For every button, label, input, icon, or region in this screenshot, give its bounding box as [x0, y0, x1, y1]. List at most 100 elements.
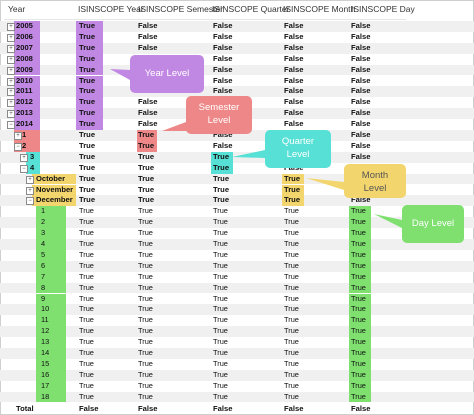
- isinscope-year-value: True: [79, 86, 96, 96]
- expand-icon[interactable]: +: [7, 110, 15, 119]
- semester-label-highlight: [14, 130, 40, 141]
- year-level-callout: Year Level: [130, 55, 204, 93]
- quarter-callout-pointer: [232, 150, 265, 158]
- row-label: 11: [41, 315, 49, 325]
- year-value-highlight: [76, 64, 103, 76]
- expand-icon[interactable]: +: [7, 88, 15, 97]
- collapse-icon[interactable]: −: [20, 164, 28, 173]
- collapse-icon[interactable]: −: [7, 121, 15, 130]
- year-value-highlight: [76, 21, 103, 32]
- isinscope-quarter-value: True: [213, 282, 228, 292]
- expand-icon[interactable]: +: [7, 55, 15, 64]
- expand-icon[interactable]: +: [7, 33, 15, 42]
- isinscope-year-value: True: [79, 108, 96, 118]
- isinscope-day-value: True: [351, 217, 366, 227]
- expand-icon[interactable]: +: [7, 99, 15, 108]
- isinscope-day-value: True: [351, 358, 366, 368]
- isinscope-month-value: True: [284, 293, 299, 303]
- collapse-icon[interactable]: −: [14, 142, 22, 151]
- row-label: 6: [41, 260, 46, 270]
- day-value-highlight: [349, 206, 371, 218]
- expand-icon[interactable]: +: [26, 186, 34, 195]
- quarter-callout-box: [265, 130, 331, 168]
- row-label: 13: [41, 337, 50, 347]
- day-value-highlight: [349, 358, 371, 370]
- isinscope-year-value: True: [79, 380, 94, 390]
- row-label: 2014: [16, 119, 33, 129]
- isinscope-day-value: True: [351, 239, 366, 248]
- isinscope-year-total-value: False: [79, 403, 99, 413]
- isinscope-quarter-value: True: [213, 380, 228, 390]
- isinscope-year-value: True: [79, 75, 96, 85]
- column-header-isinscope-semester[interactable]: ISINSCOPE Semester: [138, 4, 224, 14]
- column-header-year[interactable]: Year: [8, 4, 26, 14]
- isinscope-month-value: False: [284, 64, 304, 74]
- isinscope-semester-value: True: [138, 337, 153, 347]
- year-label-highlight: [14, 97, 40, 109]
- month-value-highlight: [282, 184, 304, 196]
- column-header-isinscope-year[interactable]: ISINSCOPE Year: [78, 4, 144, 14]
- isinscope-day-value: False: [351, 151, 371, 161]
- isinscope-semester-value: False: [138, 108, 158, 118]
- day-value-highlight: [349, 380, 371, 392]
- isinscope-semester-value: False: [138, 31, 158, 41]
- year-value-highlight: [76, 75, 103, 87]
- year-label-highlight: [14, 31, 40, 43]
- isinscope-month-value: True: [284, 391, 299, 401]
- row-label: 2: [41, 217, 46, 227]
- row-label: 2006: [16, 31, 33, 41]
- isinscope-semester-value: True: [138, 206, 153, 216]
- row-label: 12: [41, 326, 50, 336]
- row-label: 2011: [16, 86, 33, 96]
- day-value-highlight: [349, 293, 371, 305]
- row-label: 5: [41, 249, 46, 259]
- isinscope-semester-value: True: [138, 326, 153, 336]
- row-label: 2010: [16, 75, 33, 85]
- column-header-isinscope-month[interactable]: ISINSCOPE Month: [283, 4, 356, 14]
- day-label-highlight: [36, 369, 66, 381]
- month-value-highlight: [282, 195, 304, 207]
- isinscope-year-value: True: [79, 271, 94, 281]
- expand-icon[interactable]: +: [14, 132, 22, 140]
- isinscope-month-value: False: [284, 53, 304, 63]
- expand-icon[interactable]: +: [7, 77, 15, 86]
- row-label: 2013: [16, 108, 33, 118]
- isinscope-year-value: True: [79, 162, 96, 172]
- isinscope-month-value: True: [284, 184, 301, 194]
- isinscope-year-value: True: [79, 195, 96, 205]
- year-value-highlight: [76, 108, 103, 120]
- isinscope-month-value: True: [284, 358, 299, 368]
- isinscope-day-value: False: [351, 119, 371, 129]
- isinscope-year-value: True: [79, 97, 96, 107]
- isinscope-year-value: True: [79, 369, 94, 379]
- isinscope-quarter-value: True: [213, 326, 228, 336]
- isinscope-quarter-value: True: [213, 293, 228, 303]
- isinscope-day-value: False: [351, 97, 371, 107]
- collapse-icon[interactable]: −: [26, 197, 34, 206]
- isinscope-quarter-value: False: [213, 130, 233, 139]
- expand-icon[interactable]: +: [7, 66, 15, 75]
- isinscope-semester-value: True: [138, 140, 155, 150]
- isinscope-day-value: True: [351, 304, 366, 314]
- column-header-isinscope-day[interactable]: ISINSCOPE Day: [351, 4, 415, 14]
- expand-icon[interactable]: +: [26, 175, 34, 184]
- semester-callout-pointer: [162, 122, 192, 131]
- isinscope-semester-value: True: [138, 358, 153, 368]
- expand-icon[interactable]: +: [7, 44, 15, 53]
- isinscope-month-value: True: [284, 315, 299, 325]
- column-header-isinscope-quarter[interactable]: ISINSCOPE Quarter: [212, 4, 290, 14]
- isinscope-semester-value: True: [138, 151, 155, 161]
- isinscope-quarter-value: True: [213, 358, 228, 368]
- day-label-highlight: [36, 249, 66, 261]
- isinscope-month-value: False: [284, 108, 304, 118]
- expand-icon[interactable]: +: [20, 153, 28, 162]
- year-value-highlight: [76, 86, 103, 98]
- expand-icon[interactable]: +: [7, 23, 15, 31]
